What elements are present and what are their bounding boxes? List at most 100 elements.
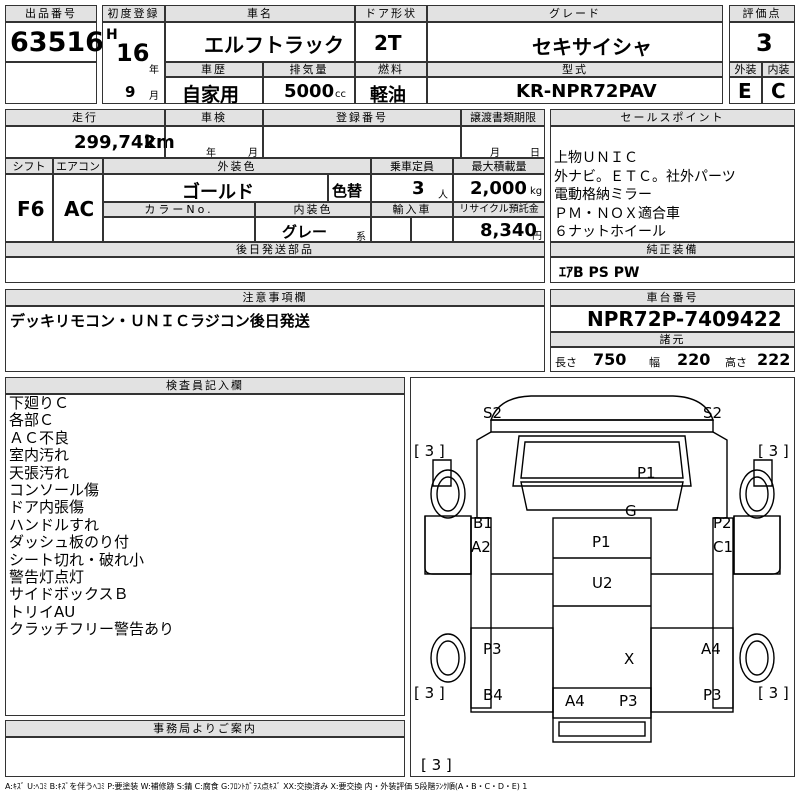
grade-cell: セキサイシャ — [427, 22, 723, 62]
exterior-grade-label: 外装 — [729, 62, 762, 77]
damage-mark: P2 — [713, 514, 732, 532]
registration-number-cell — [263, 126, 461, 158]
inspector-line: ＡＣ不良 — [9, 428, 70, 447]
dimensions-label: 諸元 — [550, 332, 795, 347]
inspector-line: サイドボックスＢ — [9, 585, 129, 604]
max-load-label: 最大積載量 — [453, 158, 545, 174]
inspector-line: クラッチフリー警告あり — [9, 620, 175, 639]
aircon-label: エアコン — [53, 158, 103, 174]
tire-mark-rear-right: [ 3 ] — [758, 684, 789, 702]
inspector-label: 検査員記入欄 — [5, 377, 405, 394]
max-load: 2,000 — [470, 178, 527, 199]
recycle-unit: 円 — [532, 231, 542, 242]
legend: A:ｷｽﾞ U:ﾍｺﾐ B:ｷｽﾞを伴うﾍｺﾐ P:要塗装 W:補修跡 S:錆 … — [5, 782, 528, 791]
height-label: 高さ — [725, 356, 747, 369]
model-code: KR-NPR72PAV — [516, 81, 657, 102]
tire-mark-rear-left: [ 3 ] — [414, 684, 445, 702]
score-label: 評価点 — [729, 5, 795, 22]
month-unit: 月 — [149, 91, 159, 102]
seats: 3 — [412, 178, 425, 199]
fuel-label: 燃料 — [355, 62, 427, 77]
truck-outline — [424, 395, 781, 743]
lot-blank-cell — [5, 62, 97, 104]
damage-mark: B1 — [473, 514, 493, 532]
damage-mark: A4 — [701, 640, 721, 658]
seats-unit: 人 — [438, 190, 448, 201]
seats-cell: 3 人 — [371, 174, 453, 202]
score-cell: 3 — [729, 22, 795, 62]
damage-diagram: [ 3 ] [ 3 ] [ 3 ] [ 3 ] [ 3 ] S2 S2 P1 G… — [410, 377, 795, 777]
office-notice-cell — [5, 737, 405, 777]
damage-mark: P3 — [703, 686, 722, 704]
interior-color-label: 内装色 — [255, 202, 371, 217]
inspector-cell: 下廻りＣ 各部Ｃ ＡＣ不良 室内汚れ 天張汚れ コンソール傷 ドア内張傷 ハンド… — [5, 394, 405, 716]
max-load-unit: kg — [530, 186, 543, 197]
recycle-fee: 8,340 — [480, 220, 537, 241]
car-name-cell: エルフトラック — [165, 22, 355, 62]
lot-number-label: 出品番号 — [5, 5, 97, 22]
inspector-line: 各部Ｃ — [9, 411, 55, 430]
color-number-label: カラーNo. — [103, 202, 255, 217]
length: 750 — [593, 350, 627, 369]
office-notice-label: 事務局よりご案内 — [5, 720, 405, 737]
door-type-label: ドア形状 — [355, 5, 427, 22]
aircon-cell: AC — [53, 174, 103, 242]
damage-mark: C1 — [713, 538, 734, 556]
score: 3 — [756, 29, 773, 57]
import-label: 輸入車 — [371, 202, 453, 217]
interior-color-unit: 系 — [356, 232, 366, 243]
registration-year: 16 — [116, 39, 150, 67]
later-shipping-cell — [5, 257, 545, 283]
shift-cell: F6 — [5, 174, 53, 242]
door-type: 2T — [374, 31, 402, 55]
sales-line: 外ナビ。ＥＴＣ。社外パーツ — [554, 168, 736, 185]
tire-mark-front-right: [ 3 ] — [758, 442, 789, 460]
aircon: AC — [64, 197, 95, 221]
model-code-cell: KR-NPR72PAV — [427, 77, 723, 104]
dimensions-cell: 長さ 750 幅 220 高さ 222 — [550, 347, 795, 372]
chassis-number: NPR72P-7409422 — [587, 307, 782, 331]
grade: セキサイシャ — [532, 35, 652, 59]
standard-equipment-label: 純正装備 — [550, 242, 795, 257]
history: 自家用 — [182, 84, 240, 106]
exterior-color-cell: ゴールド — [103, 174, 328, 203]
damage-mark: G — [625, 502, 637, 520]
tire-mark-spare: [ 3 ] — [421, 756, 452, 774]
tire-mark-front-left: [ 3 ] — [414, 442, 445, 460]
sales-point-cell: 上物ＵＮＩＣ 外ナビ。ＥＴＣ。社外パーツ 電動格納ミラー ＰＭ・ＮＯＸ適合車 ６… — [550, 126, 795, 242]
color-number-cell — [103, 217, 255, 242]
inspection-label: 車検 — [165, 109, 263, 126]
displacement-cell: 5000 cc — [263, 77, 355, 104]
mileage: 299,742 — [74, 132, 156, 153]
chassis-number-cell: NPR72P-7409422 — [550, 306, 795, 332]
sales-line: 電動格納ミラー — [554, 187, 652, 203]
inspection-month-unit: 月 — [248, 148, 258, 159]
transfer-day-unit: 日 — [530, 148, 540, 159]
chassis-number-label: 車台番号 — [550, 289, 795, 306]
mileage-unit: km — [144, 132, 175, 153]
inspector-line: トリイAU — [9, 602, 76, 621]
inspection-year-unit: 年 — [206, 148, 216, 159]
inspector-line: コンソール傷 — [9, 481, 100, 500]
grade-label: グレード — [427, 5, 723, 22]
sales-point-list: 上物ＵＮＩＣ 外ナビ。ＥＴＣ。社外パーツ 電動格納ミラー ＰＭ・ＮＯＸ適合車 ６… — [554, 149, 736, 242]
inspector-line: ハンドルすれ — [9, 515, 100, 534]
history-label: 車歴 — [165, 62, 263, 77]
damage-mark: A2 — [471, 538, 491, 556]
color-change: 色替 — [332, 182, 363, 200]
mileage-cell: 299,742 km — [5, 126, 175, 158]
era-mark: H — [106, 27, 118, 43]
width: 220 — [677, 350, 711, 369]
lot-number-cell: 63516 — [5, 22, 104, 62]
displacement: 5000 — [284, 81, 335, 102]
interior-grade-label: 内装 — [762, 62, 795, 77]
registration-number-label: 登録番号 — [263, 109, 461, 126]
shift-label: シフト — [5, 158, 53, 174]
height: 222 — [757, 350, 791, 369]
damage-mark: B4 — [483, 686, 503, 704]
displacement-label: 排気量 — [263, 62, 355, 77]
width-label: 幅 — [649, 356, 660, 369]
inspector-line: ドア内張傷 — [9, 498, 85, 517]
interior-grade-cell: C — [762, 77, 795, 104]
mileage-label: 走行 — [5, 109, 165, 126]
